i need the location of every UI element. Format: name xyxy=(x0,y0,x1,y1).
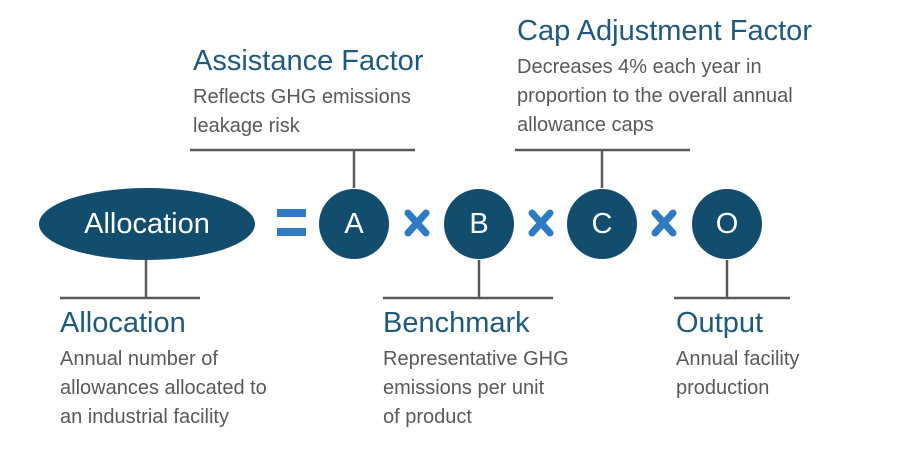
multiply-sign-3 xyxy=(651,209,677,237)
description-line: leakage risk xyxy=(193,115,300,137)
cap-connector xyxy=(515,148,690,188)
description-line: allowances allocated to xyxy=(60,377,267,399)
assistance-factor-block: Assistance Factor Reflects GHG emissions… xyxy=(193,44,423,141)
description-line: emissions per unit xyxy=(383,377,545,399)
description-line: Reflects GHG emissions xyxy=(193,86,411,108)
benchmark-connector xyxy=(383,260,553,300)
description-line: proportion to the overall annual xyxy=(517,85,793,107)
assistance-factor-description: Reflects GHG emissions leakage risk xyxy=(193,83,423,141)
term-b-label: B xyxy=(469,208,488,240)
output-block: Output Annual facility production xyxy=(676,306,799,403)
output-connector xyxy=(674,260,790,300)
allocation-title: Allocation xyxy=(60,307,186,339)
description-line: Decreases 4% each year in xyxy=(517,56,762,78)
term-a-circle xyxy=(319,189,389,259)
description-line: allowance caps xyxy=(517,114,654,136)
description-line: Annual number of xyxy=(60,348,218,370)
term-c-circle xyxy=(567,189,637,259)
benchmark-description: Representative GHG emissions per unit of… xyxy=(383,345,569,432)
benchmark-block: Benchmark Representative GHG emissions p… xyxy=(383,306,569,432)
term-c-label: C xyxy=(592,208,613,240)
cap-adjustment-block: Cap Adjustment Factor Decreases 4% each … xyxy=(517,14,812,140)
output-description: Annual facility production xyxy=(676,345,799,403)
cap-adjustment-title: Cap Adjustment Factor xyxy=(517,15,812,47)
assistance-factor-title: Assistance Factor xyxy=(193,45,424,77)
description-line: Representative GHG xyxy=(383,348,569,370)
description-line: an industrial facility xyxy=(60,406,229,428)
equals-sign xyxy=(277,209,306,236)
term-a-label: A xyxy=(344,208,364,240)
allocation-description: Annual number of allowances allocated to… xyxy=(60,345,267,432)
description-line: production xyxy=(676,377,770,399)
cap-adjustment-description: Decreases 4% each year in proportion to … xyxy=(517,53,812,140)
assistance-connector xyxy=(190,148,415,188)
allocation-block: Allocation Annual number of allowances a… xyxy=(60,306,267,432)
allocation-connector xyxy=(60,260,200,300)
connectors xyxy=(60,148,790,300)
output-title: Output xyxy=(676,307,764,339)
allocation-ellipse-label: Allocation xyxy=(84,208,210,240)
term-o-circle xyxy=(692,189,762,259)
multiply-sign-2 xyxy=(528,209,554,237)
allocation-ellipse xyxy=(39,188,255,260)
description-line: Annual facility xyxy=(676,348,800,370)
description-line: of product xyxy=(383,406,472,428)
multiply-sign-1 xyxy=(404,209,430,237)
term-b-circle xyxy=(444,189,514,259)
benchmark-title: Benchmark xyxy=(383,307,530,339)
term-o-label: O xyxy=(716,208,739,240)
